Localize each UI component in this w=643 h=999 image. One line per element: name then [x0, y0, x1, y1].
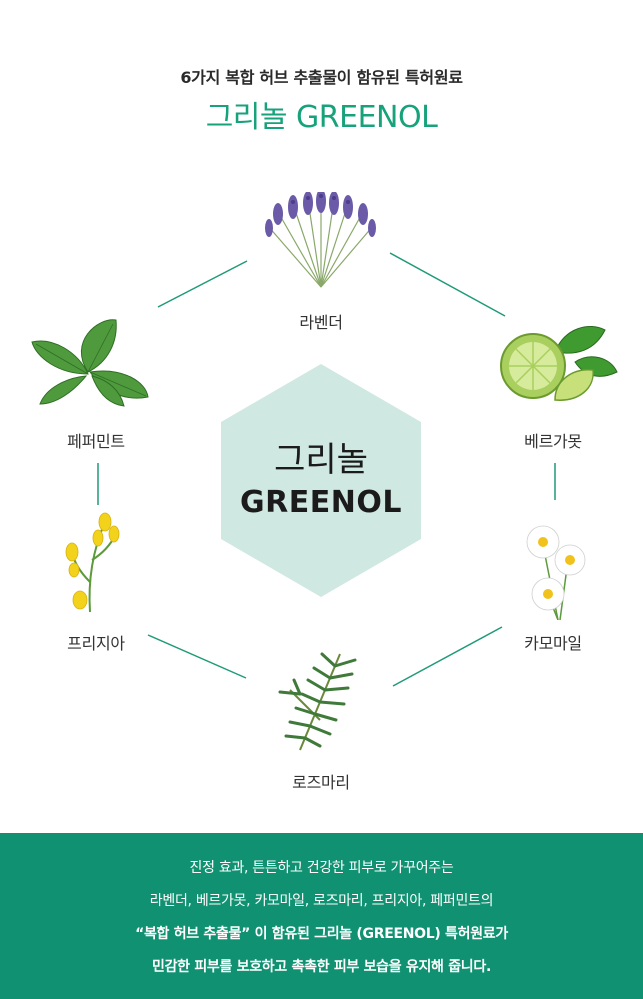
footer-line-4: 민감한 피부를 보호하고 촉촉한 피부 보습을 유지해 줍니다. — [152, 959, 491, 975]
footer-banner: 진정 효과, 튼튼하고 건강한 피부로 가꾸어주는 라벤더, 베르가못, 카모마… — [0, 833, 643, 999]
label-freesia: 프리지아 — [67, 634, 125, 653]
label-peppermint: 페퍼민트 — [67, 432, 125, 451]
footer-line-3: “복합 허브 추출물” 이 함유된 그리놀 (GREENOL) 특허원료가 — [135, 926, 508, 942]
headline: 6가지 복합 허브 추출물이 함유된 특허원료 — [180, 68, 463, 87]
label-chamomile: 카모마일 — [524, 634, 582, 653]
line-lavender-peppermint — [157, 260, 248, 308]
rosemary-image — [270, 650, 370, 754]
brand-title: 그리놀 GREENOL — [205, 100, 438, 135]
center-name-ko: 그리놀 — [274, 440, 368, 480]
center-name-en: GREENOL — [240, 485, 402, 520]
chamomile-image — [518, 520, 590, 620]
lavender-image — [258, 192, 384, 288]
line-rosemary-chamomile — [392, 626, 503, 687]
line-lavender-bergamot — [389, 252, 506, 317]
line-freesia-rosemary — [147, 634, 247, 679]
footer-line-1: 진정 효과, 튼튼하고 건강한 피부로 가꾸어주는 — [189, 860, 454, 876]
label-lavender: 라벤더 — [299, 313, 343, 332]
footer-line-2: 라벤더, 베르가못, 카모마일, 로즈마리, 프리지아, 페퍼민트의 — [149, 893, 494, 909]
label-rosemary: 로즈마리 — [292, 773, 350, 792]
peppermint-image — [28, 312, 152, 408]
label-bergamot: 베르가못 — [524, 432, 582, 451]
freesia-image — [50, 512, 126, 614]
bergamot-image — [495, 322, 619, 404]
